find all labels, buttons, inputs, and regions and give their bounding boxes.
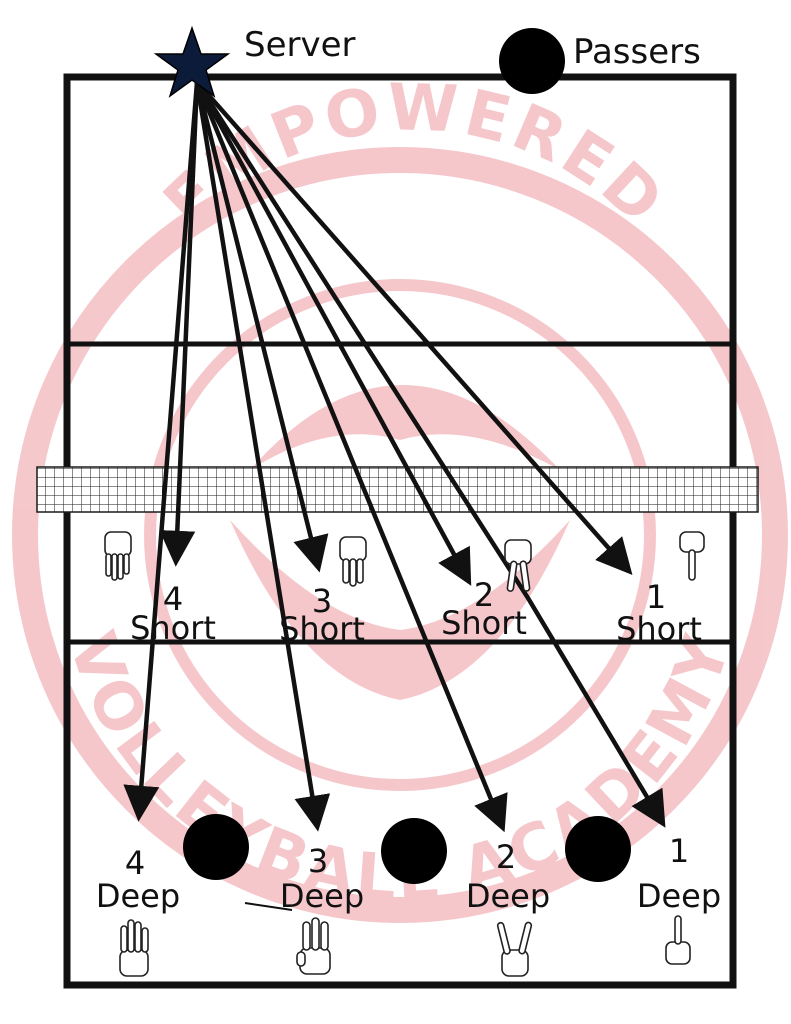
watermark-outer-ring	[12, 147, 788, 923]
deep-zone-labels: 4 Deep 3 Deep 2 Deep 1 Deep	[96, 832, 721, 915]
deep-zone-marker-line	[244, 902, 293, 911]
short-2-label: Short	[441, 604, 527, 642]
four-fingers-down-hand-icon	[104, 531, 132, 581]
three-fingers-down-hand-icon	[339, 536, 367, 587]
arrow-2-short	[195, 80, 472, 586]
short-4-label: Short	[130, 609, 216, 647]
arrow-3-short	[194, 81, 329, 573]
one-finger-down-hand-icon	[679, 531, 705, 581]
short-3-label: Short	[279, 610, 365, 648]
deep-3-label: Deep	[280, 877, 364, 915]
deep-4-number: 4	[125, 844, 145, 882]
arrow-4-short	[159, 81, 200, 567]
short-2-number: 2	[474, 576, 494, 614]
passer-left	[183, 814, 249, 880]
server-legend-label: Server	[244, 25, 356, 65]
arrow-2-deep	[194, 81, 508, 833]
arrow-1-deep	[195, 80, 666, 828]
three-fingers-up-hand-icon	[296, 917, 331, 975]
watermark-emblem-bottom	[230, 520, 570, 700]
short-1-number: 1	[646, 578, 666, 616]
watermark-inner-ring	[144, 279, 656, 791]
deep-3-number: 3	[308, 842, 328, 880]
passer-right	[565, 816, 631, 882]
two-fingers-up-hand-icon	[496, 921, 533, 977]
watermark-emblem-top	[250, 385, 560, 470]
arrow-1-short	[195, 80, 633, 576]
server-star-icon	[153, 25, 231, 98]
net	[36, 466, 759, 513]
two-fingers-down-hand-icon	[504, 539, 532, 592]
court-boundary	[63, 73, 737, 989]
legend: Server Passers	[153, 25, 701, 98]
short-4-number: 4	[163, 580, 183, 618]
deep-4-label: Deep	[96, 877, 180, 915]
passers-legend-label: Passers	[573, 32, 701, 72]
serve-arrows	[123, 80, 666, 833]
arrow-4-deep	[123, 81, 200, 822]
passers	[183, 814, 631, 884]
deep-2-number: 2	[496, 838, 516, 876]
deep-2-label: Deep	[466, 877, 550, 915]
passer-legend-icon	[499, 28, 565, 94]
short-zone-labels: 4 Short 3 Short 2 Short 1 Short	[130, 576, 702, 648]
deep-1-label: Deep	[637, 877, 721, 915]
deep-1-number: 1	[669, 832, 689, 870]
arrow-3-deep	[194, 81, 331, 832]
short-1-label: Short	[616, 610, 702, 648]
one-finger-up-hand-icon	[665, 915, 691, 965]
passer-middle	[381, 818, 447, 884]
four-fingers-up-hand-icon	[119, 919, 149, 977]
net-mesh	[36, 466, 759, 513]
short-3-number: 3	[312, 582, 332, 620]
